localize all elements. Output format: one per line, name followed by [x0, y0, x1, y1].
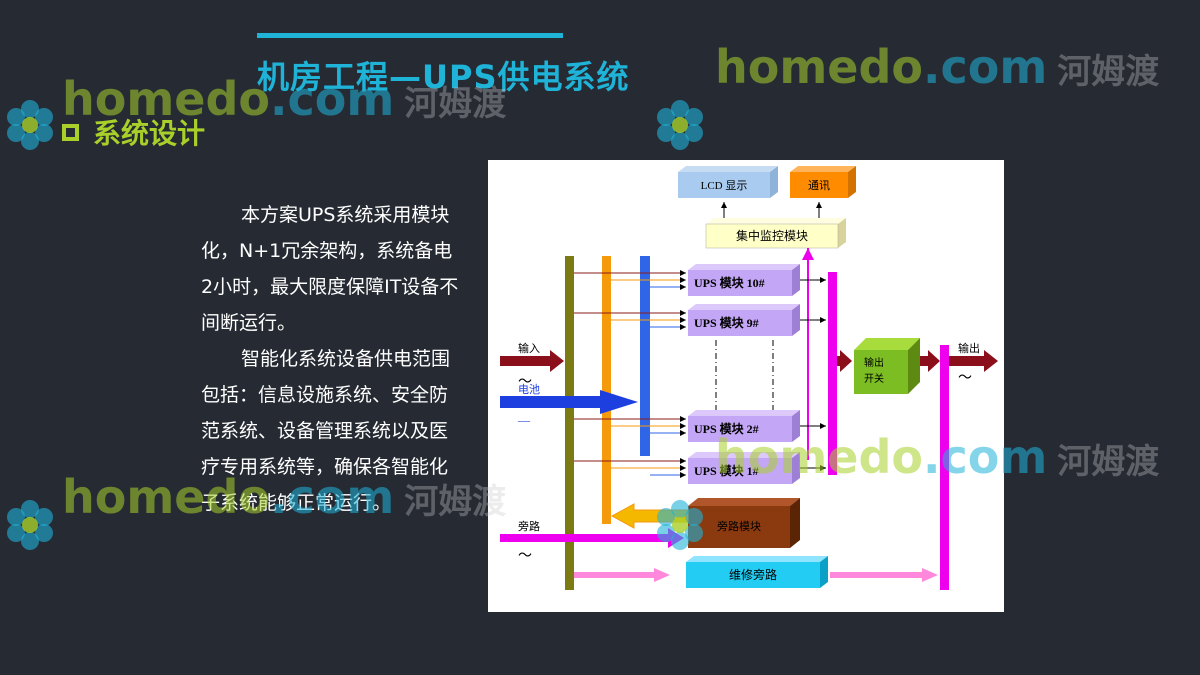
ups-module-2: UPS 模块 2#: [688, 410, 800, 442]
maint-bypass-out-arrow: [830, 568, 938, 582]
output-bus: [828, 272, 837, 475]
monitor-label: 集中监控模块: [736, 228, 808, 243]
section-heading: 系统设计: [62, 112, 205, 152]
flower-icon: [7, 100, 53, 150]
output-switch-box: 输出 开关: [854, 338, 920, 394]
title-accent-bar: [257, 33, 563, 38]
watermark-logo-3: [0, 495, 60, 559]
static-bypass-box: 旁路模块: [688, 498, 800, 548]
flower-icon: [657, 100, 703, 150]
to-switch-arrow: [837, 350, 852, 372]
final-output-bus: [940, 345, 949, 590]
watermark-logo: [0, 95, 60, 159]
switch-to-bus-arrow: [920, 350, 940, 372]
comm-label: 通讯: [808, 179, 830, 192]
paragraph-1: 本方案UPS系统采用模块化，N+1冗余架构，系统备电2小时，最大限度保障IT设备…: [201, 204, 459, 334]
battery-label: 电池: [518, 383, 540, 396]
comm-box: 通讯: [790, 166, 856, 198]
ups-diagram: LCD 显示 通讯 集中监控模块 UPS 模块: [488, 160, 1004, 612]
static-bypass-label: 旁路模块: [717, 519, 761, 533]
page-title: 机房工程—UPS供电系统: [257, 58, 630, 96]
output-switch-label-1: 输出: [864, 356, 884, 369]
lcd-display-box: LCD 显示: [678, 166, 778, 198]
ups-diagram-svg: LCD 显示 通讯 集中监控模块 UPS 模块: [500, 166, 998, 590]
rectifier-bus: [602, 256, 611, 524]
paragraph-2: 智能化系统设备供电范围包括：信息设施系统、安全防范系统、设备管理系统以及医疗专用…: [201, 348, 451, 514]
monitor-module-box: 集中监控模块: [705, 218, 846, 249]
input-label: 输入: [518, 341, 540, 355]
bypass-label: 旁路: [518, 519, 540, 533]
ups-module-1: UPS 模块 1#: [688, 452, 800, 484]
output-label: 输出: [958, 341, 980, 355]
input-ac-symbol: ～: [518, 375, 532, 390]
output-ac-symbol: ～: [958, 371, 972, 386]
maint-bypass-in-arrow: [574, 568, 670, 582]
ups-module-10: UPS 模块 10#: [688, 264, 800, 296]
ups-module-9: UPS 模块 9#: [688, 304, 800, 336]
maintenance-bypass-box: 维修旁路: [686, 556, 828, 588]
bypass-arrow: 旁路 ～: [500, 519, 684, 564]
maint-bypass-label: 维修旁路: [729, 567, 777, 582]
square-bullet-icon: [62, 123, 79, 141]
bypass-ac-symbol: ～: [518, 549, 532, 564]
ups-module-10-label: UPS 模块 10#: [694, 275, 765, 290]
module-feed-lines: [574, 270, 826, 478]
static-bypass-return-arrow: [610, 503, 689, 529]
input-bus: [565, 256, 574, 590]
ups-module-2-label: UPS 模块 2#: [694, 421, 759, 436]
battery-arrow: 电池 —: [500, 383, 638, 427]
section-label: 系统设计: [93, 117, 206, 150]
flower-icon: [7, 500, 53, 550]
battery-dc-symbol: —: [517, 413, 531, 427]
input-arrow: 输入 ～: [500, 341, 564, 390]
output-arrow: 输出 ～: [949, 341, 998, 386]
ups-module-1-label: UPS 模块 1#: [694, 463, 759, 478]
ups-module-9-label: UPS 模块 9#: [694, 315, 759, 330]
battery-bus: [640, 256, 650, 456]
lcd-label: LCD 显示: [701, 179, 748, 192]
output-switch-label-2: 开关: [864, 372, 884, 385]
watermark-logo-2: [650, 95, 710, 159]
body-text: 本方案UPS系统采用模块化，N+1冗余架构，系统备电2小时，最大限度保障IT设备…: [201, 197, 463, 521]
